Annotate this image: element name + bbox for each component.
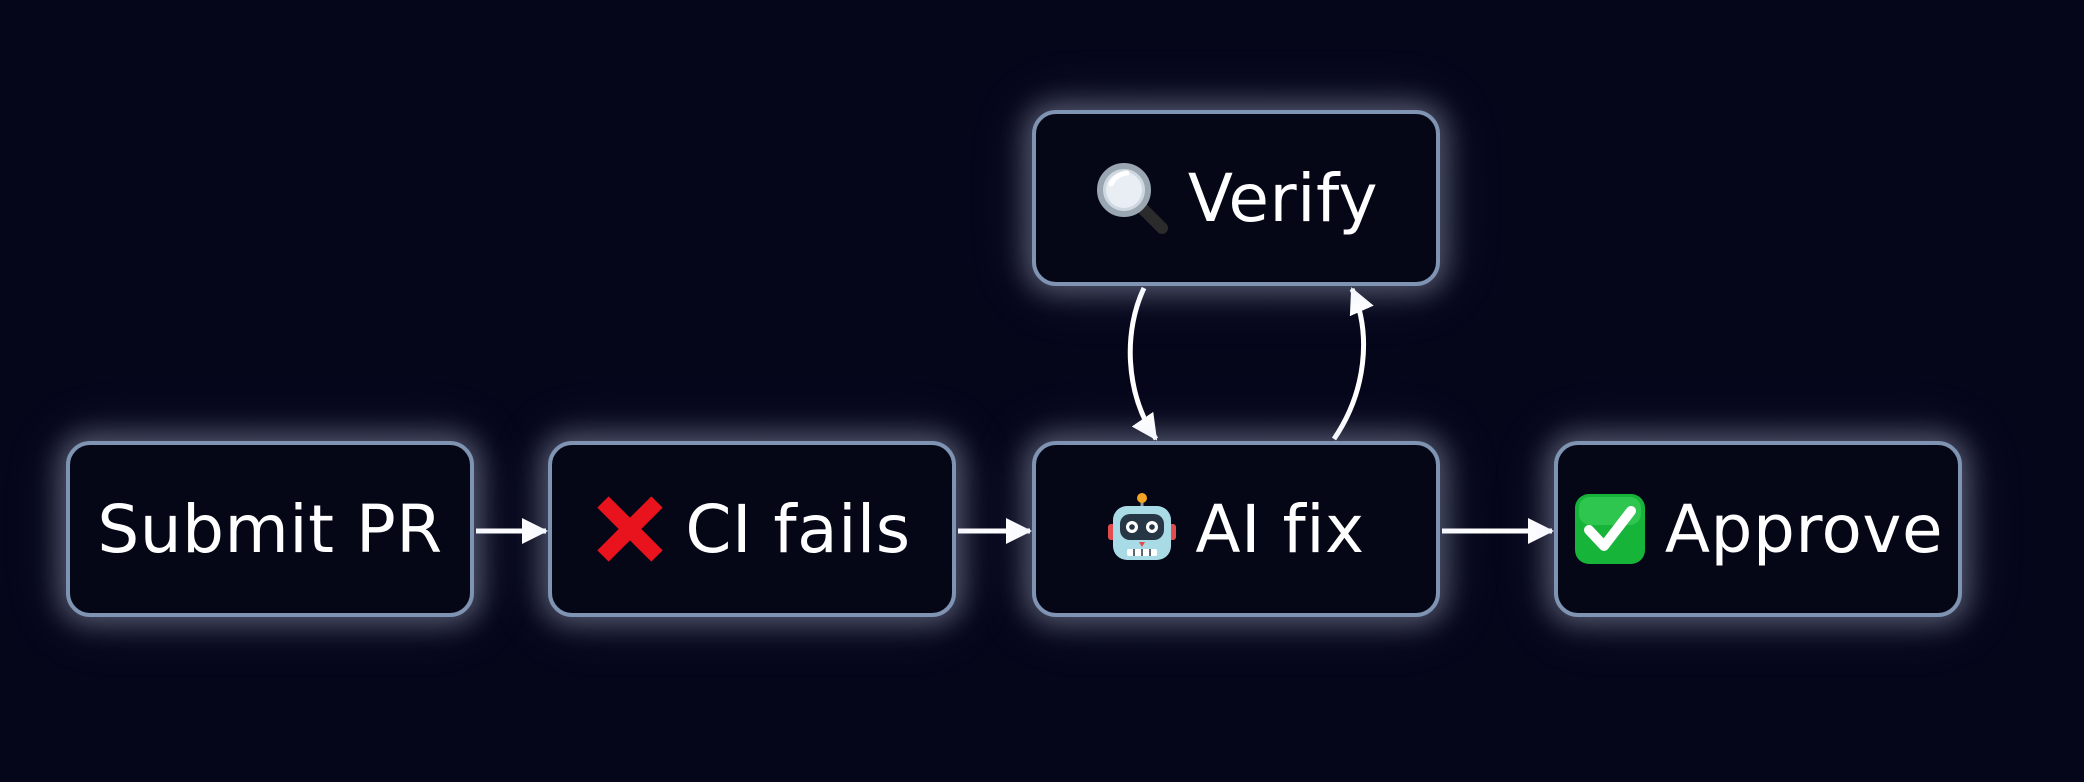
node-ci-fails[interactable]: CI fails <box>548 441 956 617</box>
node-submit-pr[interactable]: Submit PR <box>66 441 474 617</box>
check-mark-icon <box>1573 492 1647 566</box>
node-label: Submit PR <box>97 490 443 568</box>
node-label: CI fails <box>685 490 911 568</box>
node-approve[interactable]: Approve <box>1554 441 1962 617</box>
robot-icon <box>1107 492 1177 566</box>
arrow-verify-to-ai <box>1127 286 1159 441</box>
node-ai-fix[interactable]: AI fix <box>1032 441 1440 617</box>
cross-mark-icon <box>593 492 667 566</box>
node-label: Approve <box>1664 490 1944 568</box>
arrow-ai-to-verify <box>1331 287 1374 441</box>
node-label: AI fix <box>1195 490 1365 568</box>
node-label: Verify <box>1187 159 1379 237</box>
magnifier-icon <box>1094 160 1170 236</box>
node-verify[interactable]: Verify <box>1032 110 1440 286</box>
